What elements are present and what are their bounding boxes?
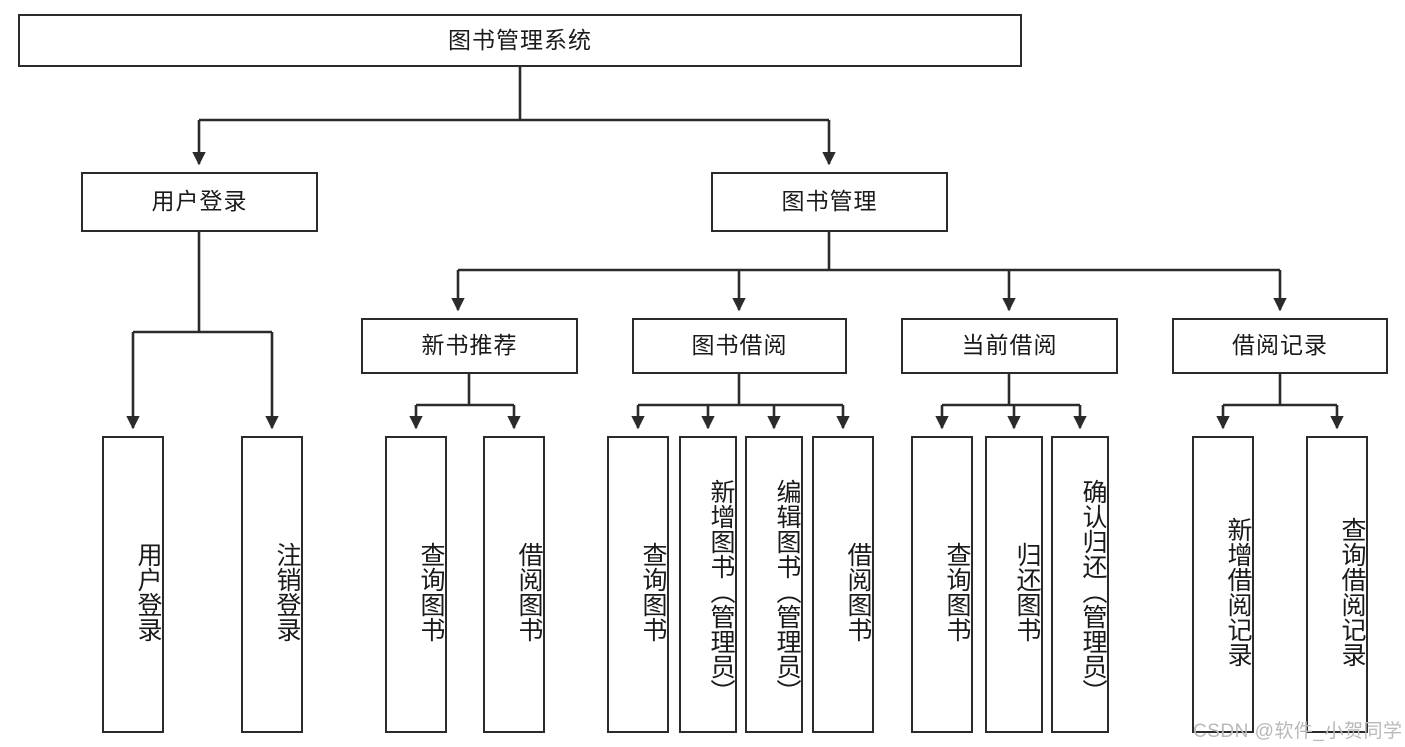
leaf-edit-book-admin[interactable]: 编辑图书（管理员） [745,436,803,733]
leaf-query-borrow-record[interactable]: 查询借阅记录 [1306,436,1368,733]
node-label: 新书推荐 [421,332,518,359]
node-label: 编辑图书（管理员） [773,479,801,704]
node-label: 当前借阅 [961,332,1058,359]
node-label: 图书管理 [781,188,878,215]
leaf-add-book-admin[interactable]: 新增图书（管理员） [679,436,737,733]
node-label: 查询图书 [943,541,971,642]
csdn-watermark: CSDN @软件_小贺同学 [1193,721,1403,742]
node-label: 查询图书 [639,541,667,642]
node-level2-book-management[interactable]: 图书管理 [711,172,948,232]
node-label: 借阅图书 [844,541,872,642]
node-label: 新增借阅记录 [1224,516,1252,667]
node-label: 查询图书 [417,541,445,642]
node-level2-user-login[interactable]: 用户登录 [81,172,318,232]
node-level3-current-borrow[interactable]: 当前借阅 [901,318,1118,374]
node-label: 确认归还（管理员） [1079,479,1107,704]
leaf-user-login[interactable]: 用户登录 [102,436,164,733]
node-level3-book-borrow[interactable]: 图书借阅 [632,318,847,374]
leaf-borrow-book-recommend[interactable]: 借阅图书 [483,436,545,733]
node-label: 借阅记录 [1232,332,1328,359]
leaf-query-book-recommend[interactable]: 查询图书 [385,436,447,733]
leaf-return-book[interactable]: 归还图书 [985,436,1043,733]
node-label: 用户登录 [134,541,162,642]
leaf-query-book-current[interactable]: 查询图书 [911,436,973,733]
node-label: 借阅图书 [515,541,543,642]
leaf-borrow-book[interactable]: 借阅图书 [812,436,874,733]
node-root[interactable]: 图书管理系统 [18,14,1022,67]
node-label: 查询借阅记录 [1338,516,1366,667]
node-label: 新增图书（管理员） [707,479,735,704]
leaf-confirm-return-admin[interactable]: 确认归还（管理员） [1051,436,1109,733]
leaf-logout[interactable]: 注销登录 [241,436,303,733]
node-label: 用户登录 [151,188,248,215]
leaf-query-book-borrow[interactable]: 查询图书 [607,436,669,733]
node-level3-new-book-recommend[interactable]: 新书推荐 [361,318,578,374]
node-level3-borrow-record[interactable]: 借阅记录 [1172,318,1388,374]
leaf-add-borrow-record[interactable]: 新增借阅记录 [1192,436,1254,733]
node-label: 图书借阅 [691,332,788,359]
node-label: 注销登录 [273,541,301,642]
node-label: 图书管理系统 [448,26,592,53]
node-label: 归还图书 [1013,541,1041,642]
